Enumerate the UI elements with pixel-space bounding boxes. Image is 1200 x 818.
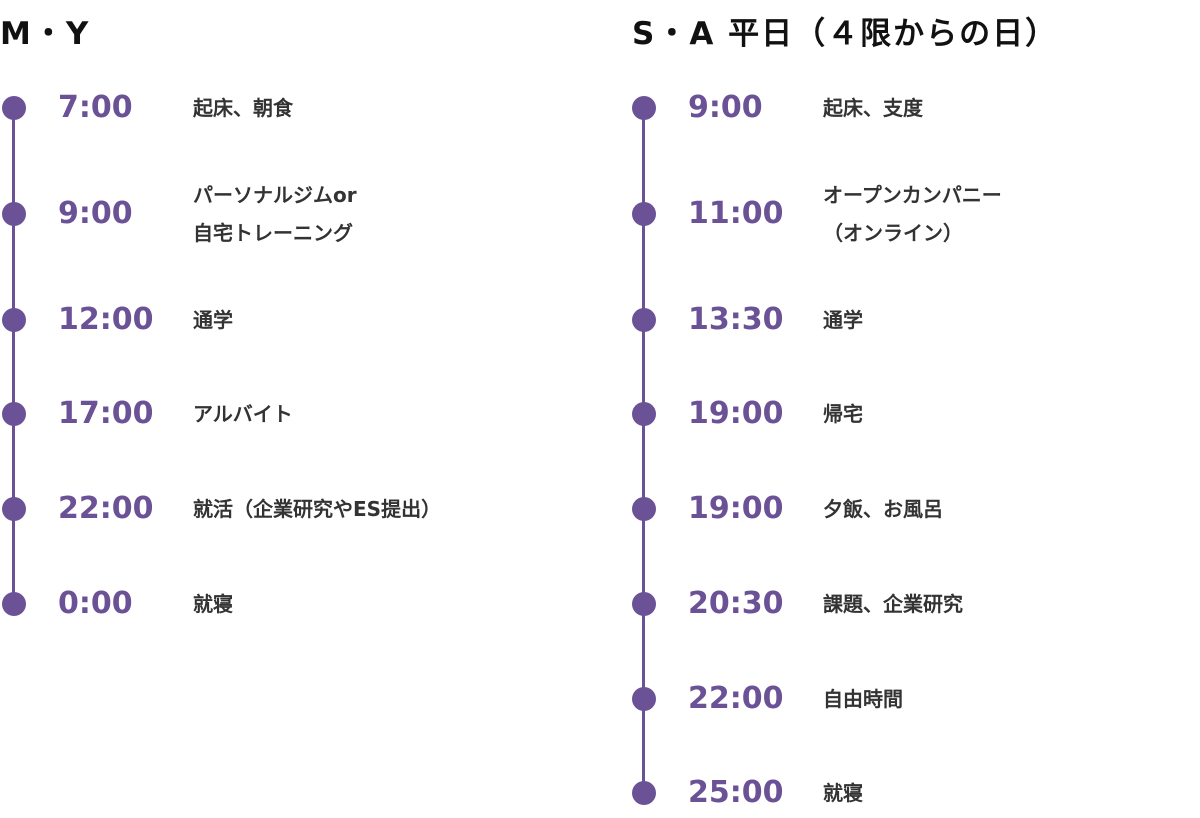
timeline-dot bbox=[632, 687, 656, 711]
timeline-dot bbox=[632, 308, 656, 332]
entry-activity: パーソナルジムor 自宅トレーニング bbox=[193, 183, 357, 245]
entry-activity: 就寝 bbox=[823, 781, 863, 805]
timeline-dot bbox=[632, 402, 656, 426]
column-heading: S・A 平日（４限からの日） bbox=[632, 16, 1059, 52]
entry-time: 7:00 bbox=[58, 90, 133, 125]
entry-activity: 就活（企業研究やES提出） bbox=[193, 497, 442, 521]
timeline-dot bbox=[2, 497, 26, 521]
timeline-line bbox=[642, 108, 645, 793]
entry-time: 17:00 bbox=[58, 396, 154, 431]
timeline-dot bbox=[2, 96, 26, 120]
timeline-dot bbox=[632, 592, 656, 616]
entry-activity: 起床、朝食 bbox=[193, 96, 293, 120]
entry-activity: オープンカンパニー （オンライン） bbox=[823, 183, 1002, 245]
entry-activity: 通学 bbox=[193, 308, 233, 332]
entry-time: 12:00 bbox=[58, 302, 154, 337]
timeline-dot bbox=[2, 592, 26, 616]
column-heading: M・Y bbox=[0, 16, 91, 52]
timeline-dot bbox=[632, 781, 656, 805]
timeline-dot bbox=[632, 202, 656, 226]
timeline-line bbox=[12, 108, 15, 604]
entry-activity: 就寝 bbox=[193, 592, 233, 616]
timeline-dot bbox=[2, 202, 26, 226]
entry-activity: 自由時間 bbox=[823, 687, 903, 711]
entry-activity: 課題、企業研究 bbox=[823, 592, 963, 616]
entry-time: 20:30 bbox=[688, 586, 784, 621]
schedule-column-left: M・Y 7:00 起床、朝食 9:00 パーソナルジムor 自宅トレーニング 1… bbox=[0, 0, 560, 818]
entry-time: 11:00 bbox=[688, 196, 784, 231]
entry-time: 22:00 bbox=[688, 681, 784, 716]
entry-time: 9:00 bbox=[688, 90, 763, 125]
entry-time: 9:00 bbox=[58, 196, 133, 231]
entry-time: 19:00 bbox=[688, 396, 784, 431]
entry-activity: 夕飯、お風呂 bbox=[823, 497, 943, 521]
entry-time: 0:00 bbox=[58, 586, 133, 621]
timeline-dot bbox=[2, 308, 26, 332]
entry-activity: 通学 bbox=[823, 308, 863, 332]
entry-time: 22:00 bbox=[58, 491, 154, 526]
entry-activity: 帰宅 bbox=[823, 402, 863, 426]
schedule-column-right: S・A 平日（４限からの日） 9:00 起床、支度 11:00 オープンカンパニ… bbox=[630, 0, 1190, 818]
timeline-dot bbox=[632, 497, 656, 521]
entry-activity: アルバイト bbox=[193, 402, 293, 426]
entry-activity: 起床、支度 bbox=[823, 96, 923, 120]
timeline-dot bbox=[632, 96, 656, 120]
entry-time: 13:30 bbox=[688, 302, 784, 337]
entry-time: 19:00 bbox=[688, 491, 784, 526]
timeline-dot bbox=[2, 402, 26, 426]
entry-time: 25:00 bbox=[688, 775, 784, 810]
